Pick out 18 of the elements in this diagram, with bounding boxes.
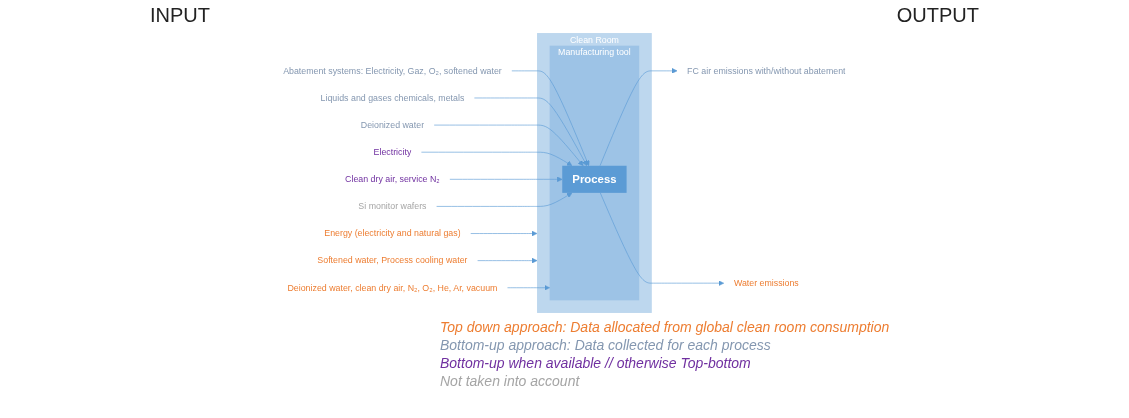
column-heading: OUTPUT xyxy=(896,4,979,28)
node-text: Energy (electricity and natural gas) xyxy=(324,228,461,239)
node-text: Abatement systems: Electricity, Gaz, O₂, softened water xyxy=(283,65,502,76)
node-text: Liquids and gases chemicals, metals xyxy=(320,92,465,103)
legend-entry: Bottom-up when available // otherwise Top-bottom xyxy=(440,354,752,372)
node-box: Process xyxy=(562,165,627,193)
column-heading: INPUT xyxy=(150,4,210,28)
node-text: Softened water, Process cooling water xyxy=(317,255,468,266)
node-text: Electricity xyxy=(373,146,412,157)
node-text: FC air emissions with/without abatement xyxy=(687,65,846,76)
legend-entry: Top down approach: Data allocated from global clean room consumption xyxy=(440,318,891,336)
legend-entry: Bottom-up approach: Data collected for each process xyxy=(440,336,772,354)
node-text: Water emissions xyxy=(734,277,799,288)
node-text: Deionized water xyxy=(360,119,425,130)
node-text: Clean dry air, service N₂ xyxy=(345,173,440,185)
node-text: Deionized water, clean dry air, N₂, O₂, He, Ar, vacuum xyxy=(287,282,498,293)
node-text: Si monitor wafers xyxy=(358,201,427,212)
legend-entry: Not taken into account xyxy=(440,372,581,390)
